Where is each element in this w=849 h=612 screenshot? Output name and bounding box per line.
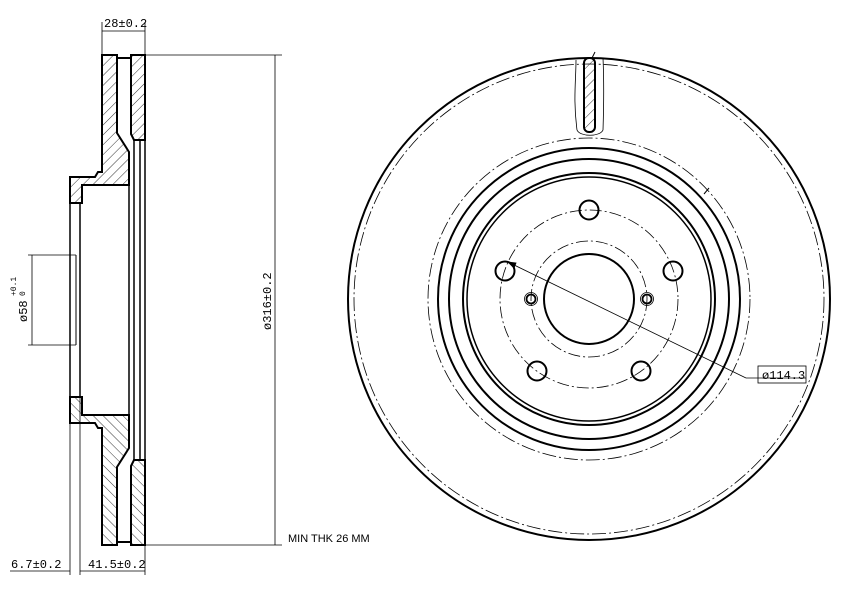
bore-tol-lower: 0 <box>19 291 28 296</box>
front-view <box>347 51 831 541</box>
bore-dimension <box>28 254 76 346</box>
section-lower-half <box>69 396 146 546</box>
cross-section-view <box>10 22 282 575</box>
bolt-hole <box>662 260 684 282</box>
bolt-hole <box>578 199 600 221</box>
outer-diameter-label: ø316±0.2 <box>261 272 275 330</box>
thickness-dimension <box>101 22 146 55</box>
bolt-circle-leader <box>506 261 807 384</box>
locating-holes <box>524 292 654 306</box>
center-bore <box>543 253 635 345</box>
bolt-circle <box>499 209 679 389</box>
vent-slot <box>583 57 596 133</box>
hat-offset-label: 6.7±0.2 <box>11 558 61 572</box>
bolt-circle-label: ø114.3 <box>762 369 805 383</box>
thickness-label: 28±0.2 <box>104 17 147 31</box>
hat-height-label: 41.5±0.2 <box>88 558 146 572</box>
bore-label: ø58 <box>17 300 31 322</box>
outer-diameter-dimension <box>145 54 282 546</box>
section-upper-half <box>69 54 146 204</box>
bolt-hole <box>494 260 516 282</box>
hat-wall-section <box>69 54 130 204</box>
bolt-hole <box>630 360 652 382</box>
outboard-plate-section <box>130 54 146 141</box>
bolt-holes <box>494 199 684 382</box>
hat-dimensions <box>10 397 146 575</box>
bolt-hole <box>526 360 548 382</box>
min-thickness-note: MIN THK 26 MM <box>288 533 370 545</box>
slot-envelope <box>574 57 605 136</box>
bore-tol-upper: +0.1 <box>10 277 19 296</box>
